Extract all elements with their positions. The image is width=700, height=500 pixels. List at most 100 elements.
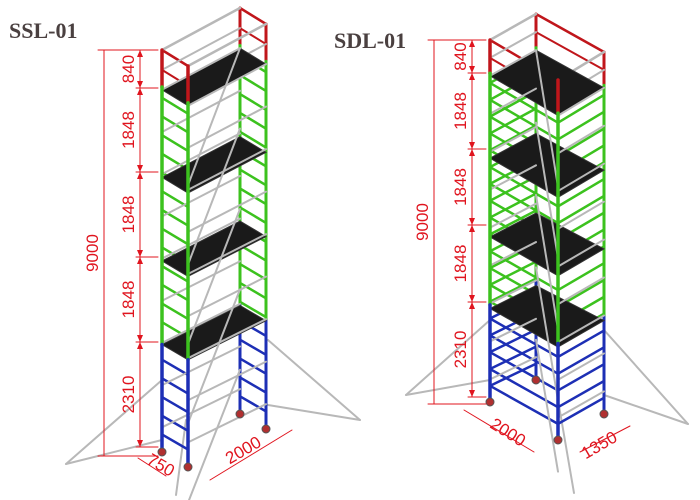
caster-wheel — [157, 447, 167, 457]
diagonal-brace — [535, 266, 559, 402]
horizontal-brace — [161, 302, 241, 344]
horizontal-brace — [557, 276, 605, 306]
dimension-arrow — [469, 40, 475, 47]
ladder-rung — [238, 187, 268, 206]
dimension-line — [137, 457, 167, 477]
ladder-rung — [488, 165, 560, 208]
ladder-rung — [488, 98, 560, 141]
dimension-arrow — [469, 390, 475, 397]
dimension-arrow — [469, 225, 475, 232]
horizontal-brace — [187, 233, 267, 276]
caster-wheel — [599, 409, 609, 419]
dimension-arrow — [137, 172, 143, 179]
dimension-label-base: 1350 — [578, 428, 620, 463]
ladder-rung — [488, 317, 560, 359]
horizontal-brace — [161, 260, 241, 302]
ladder-rung — [238, 357, 268, 375]
ladder-rung — [488, 192, 538, 219]
dimension-label-section: 1848 — [451, 245, 470, 283]
horizontal-brace — [161, 388, 241, 429]
dimension-label-section: 2310 — [451, 331, 470, 369]
dimension-line — [463, 409, 535, 453]
caster-wheel — [553, 435, 563, 445]
ladder-rung — [160, 133, 190, 153]
ladder-rung — [160, 395, 190, 414]
ladder-rung — [160, 433, 190, 451]
guardrail — [186, 22, 268, 68]
ladder-rung — [238, 130, 268, 149]
dimension-arrow — [469, 218, 475, 225]
guardrail — [160, 48, 190, 68]
platform-deck — [488, 212, 606, 277]
ladder-rung — [488, 260, 538, 287]
ladder-rung — [556, 194, 606, 225]
dimension-arrow — [137, 342, 143, 349]
horizontal-brace — [489, 241, 537, 267]
caster-wheel — [531, 375, 541, 385]
horizontal-brace — [161, 217, 241, 260]
dimension-line — [579, 425, 631, 453]
ladder-rung — [160, 264, 190, 283]
ladder-rung — [488, 209, 538, 236]
horizontal-brace — [489, 164, 537, 191]
ladder-rung — [556, 177, 606, 208]
diagonal-brace — [535, 338, 559, 473]
dimension-label-base: 2000 — [222, 433, 264, 468]
dimension-arrow — [469, 149, 475, 156]
platform-deck — [160, 220, 268, 277]
horizontal-brace — [557, 86, 605, 117]
horizontal-brace — [161, 175, 241, 218]
dimension-label-section: 1848 — [451, 168, 470, 206]
diagonal-brace — [187, 127, 241, 266]
outrigger-brace — [267, 404, 361, 421]
horizontal-brace — [557, 162, 605, 193]
dimension-label-section: 1848 — [119, 196, 138, 234]
ladder-rung — [160, 96, 190, 115]
dimension-label-section: 1848 — [119, 281, 138, 319]
ladder-rung — [556, 379, 606, 409]
ladder-rung — [488, 107, 538, 135]
ladder-rung — [556, 396, 606, 426]
outrigger-brace — [405, 379, 491, 396]
dimension-arrow — [137, 440, 143, 447]
dimension-arrow — [469, 295, 475, 302]
guardrail — [489, 31, 537, 59]
outrigger-brace — [603, 394, 689, 425]
ladder-rung — [488, 362, 538, 388]
horizontal-brace — [489, 317, 537, 343]
outrigger-brace — [405, 319, 491, 396]
dimension-arrow — [137, 88, 143, 95]
ladder-rung — [238, 376, 268, 394]
diagonal-brace — [535, 49, 559, 188]
diagonal-brace — [187, 47, 241, 187]
ladder-rung — [488, 328, 538, 354]
outrigger-brace — [267, 339, 361, 421]
platform-deck — [160, 47, 268, 107]
horizontal-brace — [557, 238, 605, 268]
horizontal-brace — [557, 352, 605, 381]
dimension-label-total: 9000 — [83, 234, 102, 272]
dimension-arrow — [137, 257, 143, 264]
ladder-rung — [238, 92, 268, 112]
guardrail — [534, 12, 606, 54]
dimension-label-total: 9000 — [413, 203, 432, 241]
caster-wheel — [183, 462, 193, 472]
ladder-rung — [488, 384, 560, 426]
horizontal-brace — [557, 200, 605, 230]
ladder-rung — [556, 362, 606, 392]
ladder-rung — [556, 346, 606, 375]
ladder-rung — [488, 277, 538, 303]
ladder-rung — [238, 300, 268, 319]
ladder-rung — [556, 93, 606, 124]
ladder-rung — [160, 358, 190, 377]
ladder-rung — [488, 350, 560, 392]
horizontal-brace — [161, 345, 241, 387]
ladder-rung — [160, 208, 190, 227]
model-title-ssl-01: SSL-01 — [9, 18, 78, 43]
outrigger-brace — [603, 329, 689, 425]
ladder-rung — [238, 281, 268, 300]
horizontal-brace — [557, 124, 605, 155]
